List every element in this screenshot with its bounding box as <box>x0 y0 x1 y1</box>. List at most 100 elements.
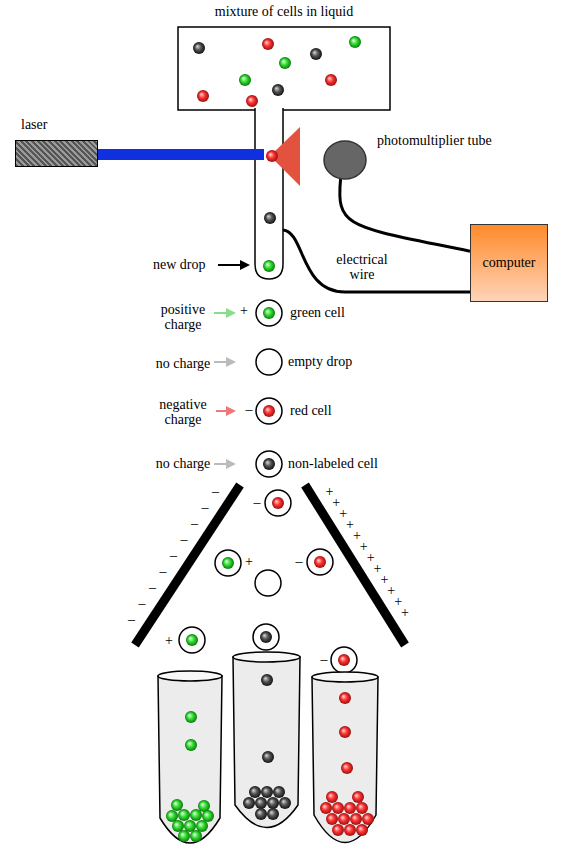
red-cell <box>332 802 344 814</box>
black-cell <box>273 786 285 798</box>
plate-charge-sign: – <box>180 533 187 548</box>
green-cell <box>184 820 196 832</box>
charge-arrow <box>214 312 227 314</box>
red-cell <box>246 95 258 107</box>
charge-label: negative charge <box>153 398 213 427</box>
charge-label: positive charge <box>154 303 212 332</box>
green-cell <box>178 809 190 821</box>
plate-charge-sign: + <box>387 584 395 599</box>
collection-tube <box>233 657 300 828</box>
red-cell <box>325 74 337 86</box>
tube-rim <box>158 671 222 681</box>
green-cell <box>178 830 190 842</box>
plate-charge-sign: – <box>191 517 198 532</box>
plate-charge-sign: – <box>170 549 177 564</box>
black-cell <box>261 674 273 686</box>
green-cell <box>202 810 214 822</box>
plate-charge-sign: + <box>401 606 409 621</box>
black-cell <box>264 212 276 224</box>
red-cell <box>339 726 351 738</box>
pmt-shape <box>323 140 367 180</box>
drop <box>256 300 282 326</box>
red-cell <box>272 497 284 509</box>
reservoir-outline-path <box>178 27 390 110</box>
green-cell <box>196 820 208 832</box>
red-cells-collected <box>320 692 374 836</box>
drop <box>179 627 205 653</box>
arrow-head <box>226 308 236 318</box>
plate-charge-sign: – <box>201 501 208 516</box>
deflection-plate <box>305 485 405 645</box>
green-cell <box>190 809 202 821</box>
drop <box>256 451 282 477</box>
charge-sign: – <box>246 403 253 418</box>
drop <box>331 647 357 673</box>
red-cell <box>362 813 374 825</box>
red-cell <box>338 654 350 666</box>
plate-charge-sign: + <box>346 518 354 533</box>
reservoir-cells <box>193 36 361 107</box>
arrow-head <box>226 357 236 367</box>
red-cell <box>338 813 350 825</box>
red-cell <box>263 405 275 417</box>
drop <box>253 624 279 650</box>
green-cell <box>349 36 361 48</box>
cell-label: red cell <box>290 404 332 419</box>
green-cell <box>222 557 234 569</box>
drop <box>256 349 282 375</box>
plate-charge-sign: + <box>380 573 388 588</box>
red-cell <box>356 824 368 836</box>
plate-charge-sign: + <box>367 551 375 566</box>
red-cell <box>326 791 338 803</box>
computer-label: computer <box>483 256 536 271</box>
drop <box>256 398 282 424</box>
charge-label: no charge <box>154 457 212 472</box>
green-cell <box>171 799 183 811</box>
green-cell <box>186 634 198 646</box>
photomultiplier-tube: photomultiplier tube <box>323 140 367 180</box>
green-cells-collected <box>166 711 214 842</box>
black-cell <box>267 808 279 820</box>
green-cell <box>185 739 197 751</box>
black-cell <box>261 786 273 798</box>
collection-tube <box>312 677 378 843</box>
reservoir-outline <box>178 27 390 110</box>
plate-charge-sign: – <box>212 485 219 500</box>
wire-label: electrical wire <box>331 253 393 282</box>
pmt-body <box>324 141 366 179</box>
red-cell <box>262 38 274 50</box>
green-cell <box>185 711 197 723</box>
charge-label: no charge <box>154 357 212 372</box>
black-cell <box>272 84 284 96</box>
red-cell <box>350 813 362 825</box>
red-cell <box>341 762 353 774</box>
tube-rim <box>233 652 300 662</box>
laser-box: laser <box>15 140 98 167</box>
black-cell <box>310 48 322 60</box>
cell-label: empty drop <box>288 355 352 370</box>
green-cell <box>279 57 291 69</box>
laser-beam <box>98 149 264 160</box>
drop-charge-sign: – <box>321 653 328 668</box>
cell-reservoir: mixture of cells in liquid <box>178 27 390 110</box>
cell-label: non-labeled cell <box>288 457 378 472</box>
pmt-label: photomultiplier tube <box>377 134 492 149</box>
plate-charge-sign: – <box>128 613 135 628</box>
reservoir-label: mixture of cells in liquid <box>138 5 430 20</box>
green-cell <box>190 830 202 842</box>
signal-wire <box>340 179 470 251</box>
drop-charge-sign: – <box>296 555 303 570</box>
plate-charge-sign: + <box>374 562 382 577</box>
pointer-arrow <box>218 264 241 266</box>
tube-rim <box>312 672 378 682</box>
black-cells-collected <box>243 674 291 820</box>
black-cell <box>263 458 275 470</box>
drop <box>265 490 291 516</box>
plate-charge-sign: + <box>394 595 402 610</box>
black-cell <box>249 786 261 798</box>
green-cell <box>263 260 275 272</box>
red-cell <box>344 802 356 814</box>
